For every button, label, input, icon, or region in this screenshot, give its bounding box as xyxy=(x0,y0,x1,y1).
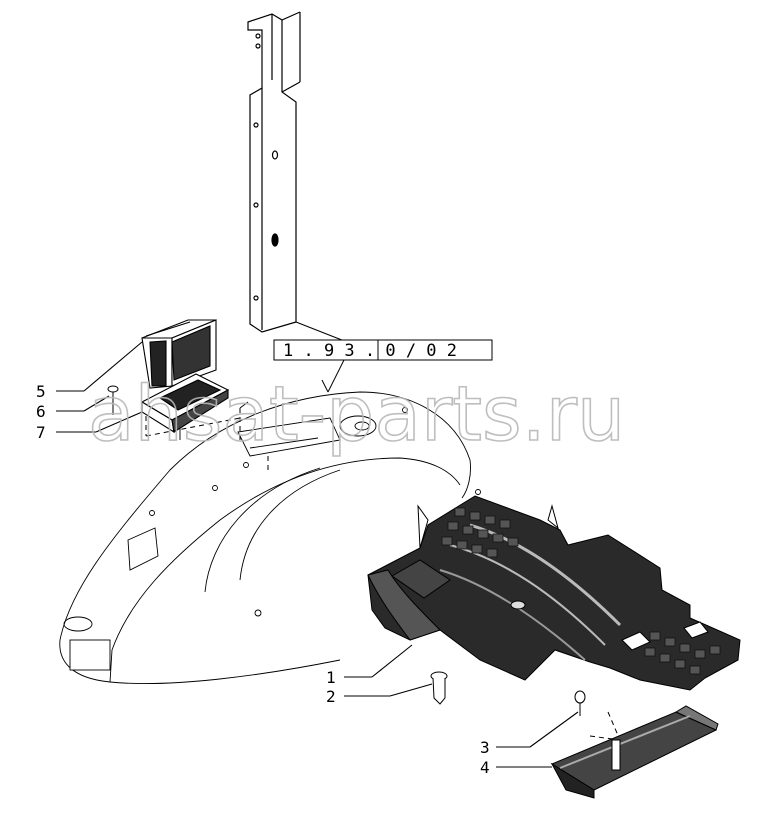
callout-4: 4 xyxy=(480,758,490,777)
item-7-base-drawing xyxy=(140,373,230,434)
callout-3: 3 xyxy=(480,738,490,757)
callout-5: 5 xyxy=(36,382,46,401)
item-2-rivet-drawing xyxy=(430,671,448,705)
dashed-assembly-lines xyxy=(112,408,621,741)
watermark-text: ahsat-parts.ru xyxy=(88,369,625,458)
callout-7: 7 xyxy=(36,423,46,442)
reference-code: 1 . 9 3 . 0 / 0 2 xyxy=(283,341,457,361)
item-1-floor-mat-drawing xyxy=(367,495,741,691)
callout-labels: 1 2 3 4 5 6 7 xyxy=(36,382,490,777)
item-3-pin-drawing xyxy=(574,690,586,716)
callout-2: 2 xyxy=(326,687,336,706)
pillar-drawing xyxy=(247,11,301,333)
fender-housing-drawing xyxy=(59,391,481,685)
item-6-pin-drawing xyxy=(107,385,119,410)
callout-6: 6 xyxy=(36,402,46,421)
item-4-bracket-drawing xyxy=(550,705,719,799)
callout-1: 1 xyxy=(326,668,336,687)
callout-leaders xyxy=(56,341,579,768)
item-5-container-drawing xyxy=(141,319,217,389)
reference-box: 1 . 9 3 . 0 / 0 2 xyxy=(273,339,493,361)
